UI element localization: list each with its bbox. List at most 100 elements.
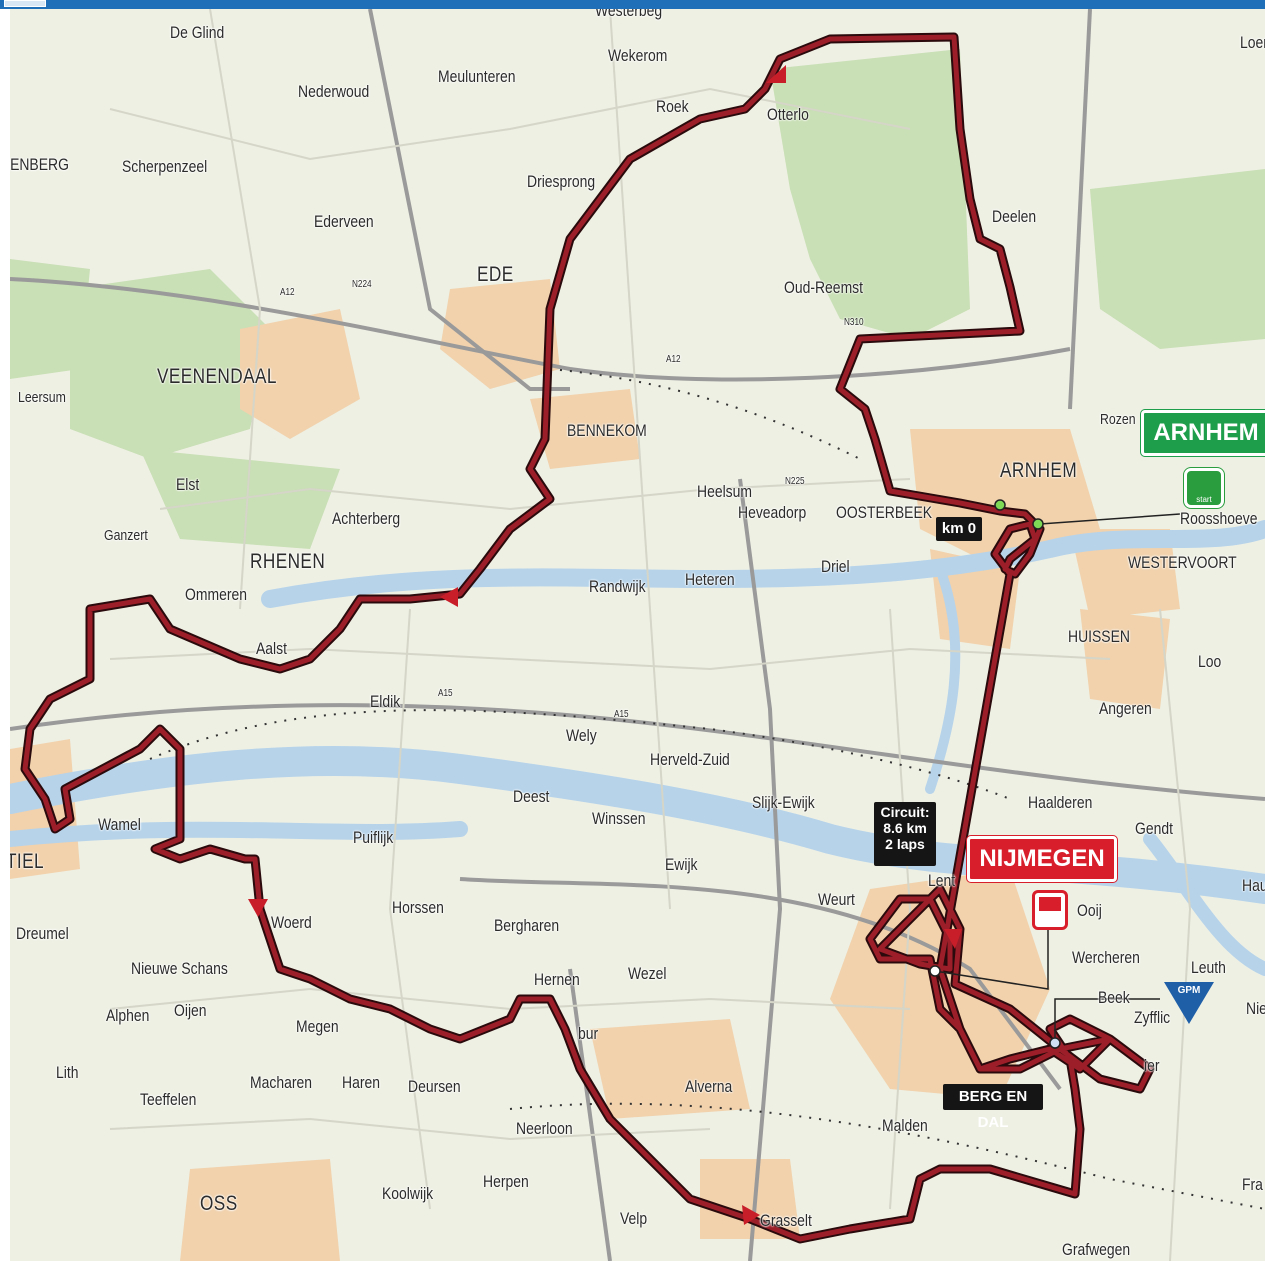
place-haren: Haren <box>342 1073 380 1092</box>
place-dreumel: Dreumel <box>16 924 69 943</box>
place-driel: Driel <box>821 557 850 576</box>
place-bur: bur <box>578 1024 599 1043</box>
km0-label: km 0 <box>936 517 982 541</box>
place-huissen: HUISSEN <box>1068 627 1130 646</box>
finish-city-badge[interactable]: NIJMEGEN <box>967 836 1117 882</box>
place-bergharen: Bergharen <box>494 916 560 935</box>
berg-en-dal-label: BERG EN DAL <box>943 1084 1043 1131</box>
place-woerd: Woerd <box>271 913 312 932</box>
place-otterlo: Otterlo <box>767 105 809 124</box>
place-wezel: Wezel <box>628 964 667 983</box>
arrow-rhenen <box>440 587 458 607</box>
place-wamel: Wamel <box>98 815 141 834</box>
place-de-glind: De Glind <box>170 23 225 42</box>
route-map[interactable]: Westerbeg De Glind Meulunteren Nederwoud… <box>10 9 1265 1261</box>
place-ooij: Ooij <box>1077 901 1102 920</box>
circuit-title: Circuit: <box>880 804 930 820</box>
place-hernen: Hernen <box>534 970 580 989</box>
arrow-circuit <box>944 929 962 949</box>
place-malden: Malden <box>882 1116 928 1135</box>
place-nieuwe-schans: Nieuwe Schans <box>131 959 228 978</box>
place-deursen: Deursen <box>408 1077 461 1096</box>
place-meulunteren: Meulunteren <box>438 67 516 86</box>
place-wercheren: Wercheren <box>1072 948 1140 967</box>
place-horssen: Horssen <box>392 898 444 917</box>
place-tiel: TIEL <box>10 850 45 873</box>
place-westerbeg: Westerbeg <box>595 9 663 20</box>
minor-roads <box>109 9 1192 1261</box>
place-wekerom: Wekerom <box>608 46 668 65</box>
place-heveadorp: Heveadorp <box>738 503 807 522</box>
place-winssen: Winssen <box>592 809 646 828</box>
place-zyfflic: Zyfflic <box>1134 1008 1171 1027</box>
place-leuth: Leuth <box>1191 958 1226 977</box>
header-tab[interactable] <box>4 0 46 7</box>
place-slijk-ewijk: Slijk-Ewijk <box>752 793 815 812</box>
place-weurt: Weurt <box>818 890 855 909</box>
finish-line-icon[interactable] <box>1032 890 1068 930</box>
place-nie: Nie <box>1246 999 1265 1018</box>
city-veenendaal: VEENENDAAL <box>157 365 277 388</box>
place-oss: OSS <box>200 1192 238 1215</box>
place-herveld-zuid: Herveld-Zuid <box>650 750 730 769</box>
place-heteren: Heteren <box>685 570 735 589</box>
place-lith: Lith <box>56 1063 79 1082</box>
place-alphen: Alphen <box>106 1006 150 1025</box>
road-a12b: A12 <box>666 354 681 365</box>
map-canvas <box>10 9 1265 1261</box>
road-a12: A12 <box>280 287 295 298</box>
header-bar <box>0 0 1265 9</box>
arrow-otterlo <box>766 65 786 83</box>
place-hauk: Hauk <box>1242 876 1265 895</box>
place-alverna: Alverna <box>685 1077 733 1096</box>
road-n224: N224 <box>352 279 372 290</box>
place-deest: Deest <box>513 787 550 806</box>
place-fra: Fra <box>1242 1175 1263 1194</box>
place-angeren: Angeren <box>1099 699 1152 718</box>
place-loo: Loo <box>1198 652 1222 671</box>
place-koolwijk: Koolwijk <box>382 1184 434 1203</box>
place-aalst: Aalst <box>256 639 287 658</box>
place-leersum: Leersum <box>18 389 66 406</box>
pointer-lines <box>934 513 1181 1049</box>
place-velp: Velp <box>620 1209 648 1228</box>
route-markers <box>929 499 1061 1049</box>
place-driesprong: Driesprong <box>527 172 596 191</box>
place-elst: Elst <box>176 475 200 494</box>
place-beek: Beek <box>1098 988 1130 1007</box>
place-oosterbeek: OOSTERBEEK <box>836 503 933 522</box>
place-randwijk: Randwijk <box>589 577 646 596</box>
place-deelen: Deelen <box>992 207 1037 226</box>
place-eldik: Eldik <box>370 692 401 711</box>
place-bennekom: BENNEKOM <box>567 421 647 440</box>
start-city-badge[interactable]: ARNHEM <box>1141 410 1265 456</box>
place-herpen: Herpen <box>483 1172 529 1191</box>
road-a15: A15 <box>438 688 453 699</box>
place-ewijk: Ewijk <box>665 855 698 874</box>
place-heelsum: Heelsum <box>697 482 753 501</box>
start-flag-icon[interactable]: start <box>1184 468 1224 508</box>
place-oud-reemst: Oud-Reemst <box>784 278 864 297</box>
place-neerloon: Neerloon <box>516 1119 573 1138</box>
place-haalderen: Haalderen <box>1028 793 1093 812</box>
place-oijen: Oijen <box>174 1001 207 1020</box>
arrow-woerd <box>248 899 268 917</box>
place-teeffelen: Teeffelen <box>140 1090 197 1109</box>
start-icon-text: start <box>1196 495 1212 504</box>
place-grafwegen: Grafwegen <box>1062 1240 1131 1259</box>
place-wely: Wely <box>566 726 597 745</box>
circuit-laps: 2 laps <box>885 836 925 852</box>
mountain-gpm-icon[interactable] <box>1164 982 1214 1024</box>
place-ganzert: Ganzert <box>104 527 148 544</box>
place-rozen: Rozen <box>1100 411 1136 428</box>
place-ederveen: Ederveen <box>314 212 374 231</box>
road-n225: N225 <box>785 476 805 487</box>
place-ommeren: Ommeren <box>185 585 247 604</box>
arrow-grasselt <box>742 1205 760 1225</box>
gpm-icon-text: GPM <box>1177 985 1201 996</box>
place-megen: Megen <box>296 1017 339 1036</box>
place-scherpenzeel: Scherpenzeel <box>122 157 208 176</box>
place-roek: Roek <box>656 97 689 116</box>
road-a15b: A15 <box>614 709 629 720</box>
race-route <box>20 32 1155 1244</box>
